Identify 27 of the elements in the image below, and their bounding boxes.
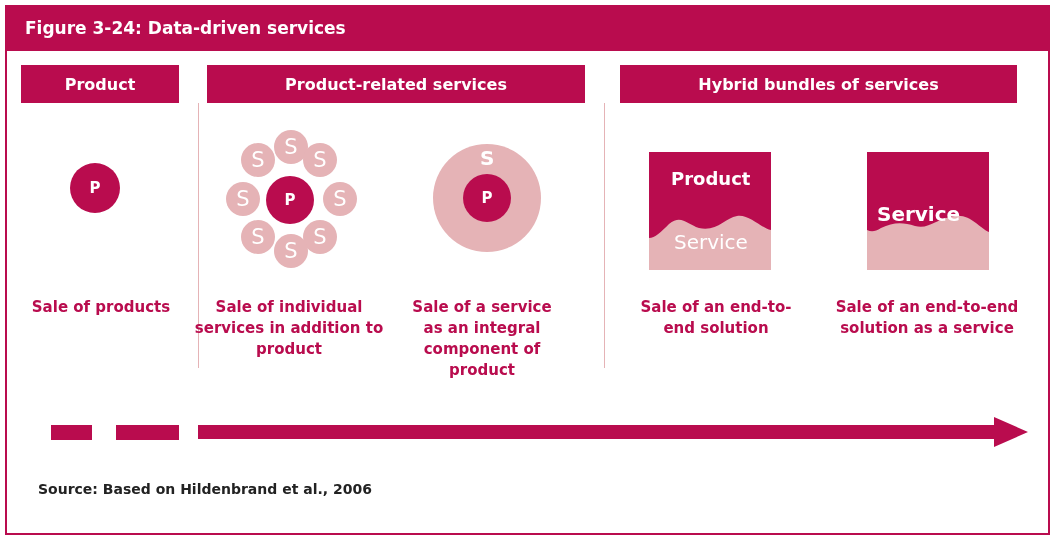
service-circle: S [274, 234, 308, 268]
source-note: Source: Based on Hildenbrand et al., 2006 [38, 481, 372, 497]
section-header: Product-related services [207, 65, 585, 103]
description-text: Sale of products [30, 297, 172, 318]
description-text: Sale of an end-to-end solution [639, 297, 793, 339]
service-circle: S [303, 220, 337, 254]
title-bar: Figure 3-24: Data-driven services [5, 5, 1050, 51]
service-label: Service [674, 230, 748, 254]
service-circle: S [274, 130, 308, 164]
service-circle: S [303, 143, 337, 177]
product-circle: P [463, 174, 511, 222]
section-header: Product [21, 65, 179, 103]
description-text: Sale of a service as an integral component of product [411, 297, 553, 381]
section-header: Hybrid bundles of services [620, 65, 1017, 103]
wave-square [867, 152, 989, 270]
description-text: Sale of individual services in addition to product [194, 297, 384, 360]
wave-square [649, 152, 771, 270]
service-circle: S [241, 220, 275, 254]
ring-label: S [480, 146, 495, 170]
service-label: Service [877, 202, 961, 226]
product-circle: P [266, 176, 314, 224]
product-circle: P [70, 163, 120, 213]
description-text: Sale of an end-to-end solution as a service [834, 297, 1020, 339]
service-circle: S [241, 143, 275, 177]
service-circle: S [323, 182, 357, 216]
service-circle: S [226, 182, 260, 216]
product-label: Product [671, 168, 751, 189]
